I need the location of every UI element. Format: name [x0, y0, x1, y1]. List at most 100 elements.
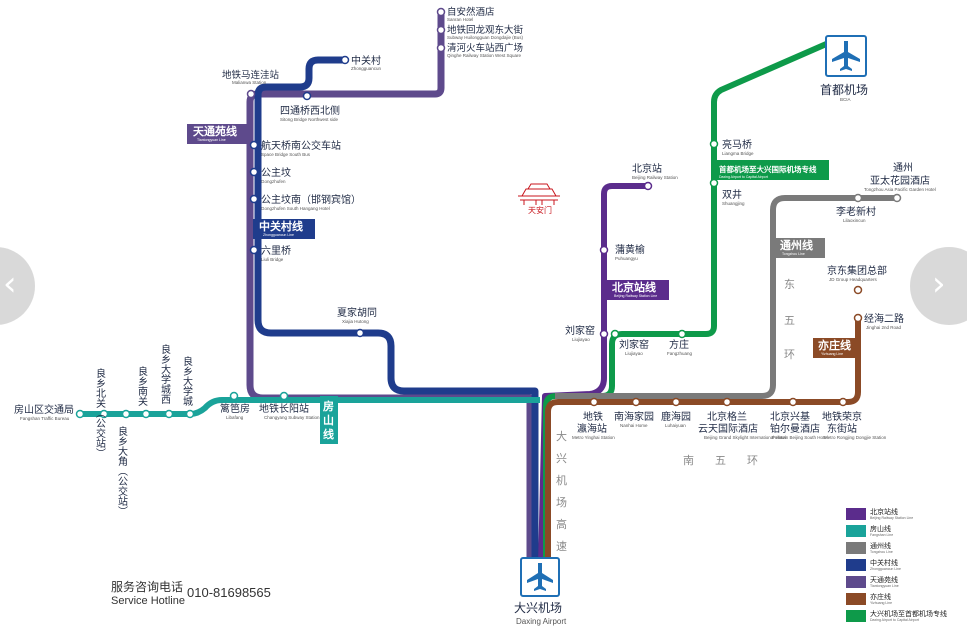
next-image-button[interactable]: ›	[910, 247, 967, 325]
lx-beiguan: 良乡北关（公交站）	[94, 367, 106, 458]
station-label-zhongguancun-en: Zhongguancun	[351, 66, 382, 71]
station-dot-zhongguancun[interactable]	[340, 55, 350, 65]
station-dot-jd[interactable]	[853, 285, 863, 295]
station-dot-fangzhuang[interactable]	[677, 329, 687, 339]
station-label-liujiayao-g-en: Liujiayao	[625, 351, 643, 356]
expressway-char1: 大	[556, 429, 567, 443]
station-label-hangtianqiao-en: Space Bridge South Bus	[261, 152, 311, 157]
station-label-fangzhuang-en: Fangzhuang	[667, 351, 693, 356]
legend-label: 天通苑线	[870, 575, 898, 584]
station-dot-changyang[interactable]	[279, 391, 289, 401]
legend-label: 亦庄线	[870, 592, 891, 601]
station-dot-gelan[interactable]	[722, 397, 732, 407]
expressway-char6: 速	[556, 540, 567, 553]
east-ring-char3: 环	[784, 348, 795, 361]
expressway-char5: 高	[556, 517, 567, 531]
station-label-malianwa-en: Malianwa Station	[232, 80, 267, 85]
station-label-gongzhufen: 公主坟	[261, 166, 291, 179]
station-dot-jinghai[interactable]	[853, 313, 863, 323]
badge-fangshan-char1: 房	[323, 399, 334, 413]
station-label-sitongqiao: 四通桥西北侧	[280, 104, 340, 117]
legend-label-en: Beijing Railway Station Line	[870, 516, 913, 520]
station-label-liuliqiao: 六里桥	[261, 245, 291, 257]
station-label-fangshan-traffic-en: Fangshan Traffic Bureau	[20, 416, 70, 421]
station-label-daxing-en: Daxing Airport	[516, 617, 567, 626]
station-dot-lilaoxincun[interactable]	[853, 193, 863, 203]
station-label-fangzhuang: 方庄	[669, 338, 689, 351]
legend-swatch	[846, 610, 866, 622]
station-dot-anran[interactable]	[436, 7, 446, 17]
legend-swatch	[846, 576, 866, 588]
station-dot-gongzhufen-s[interactable]	[249, 194, 259, 204]
station-dot-liangxiang-n[interactable]	[99, 409, 109, 419]
badge-beijing-station-en: Beijing Railway Station Line	[614, 294, 657, 298]
legend-swatch	[846, 525, 866, 537]
station-dot-liangxiang-univ[interactable]	[185, 409, 195, 419]
station-dot-puhuangyu[interactable]	[599, 245, 609, 255]
legend-swatch	[846, 559, 866, 571]
station-dot-liangxiang-uni[interactable]	[164, 409, 174, 419]
station-dot-liangxiang-nan[interactable]	[141, 409, 151, 419]
station-dot-liyuan[interactable]	[229, 391, 239, 401]
zhongguancun-line-path	[254, 56, 539, 565]
station-label-xingji-1: 北京兴基	[770, 410, 810, 423]
station-label-qinghe: 清河火车站西广场	[447, 42, 523, 54]
station-label-gongzhufen-en: Gongzhufen	[261, 179, 286, 184]
tiantongyuan-line-path	[246, 12, 534, 565]
lx-nanguan: 良乡南关	[136, 365, 148, 407]
chevron-right-icon: ›	[932, 264, 946, 304]
station-label-nanhai-en: Nanhai Home	[620, 423, 648, 428]
station-dot-malianwa[interactable]	[246, 89, 256, 99]
station-dot-beijingzhan[interactable]	[643, 181, 653, 191]
station-label-jinghai: 经海二路	[864, 312, 904, 325]
legend-label-en: Daxing Airport to Capital Airport	[870, 618, 919, 622]
expressway-char4: 场	[556, 495, 567, 509]
badge-tongzhou-label: 通州线	[780, 238, 813, 252]
airport-link-path	[543, 35, 842, 565]
south-ring-char1: 南	[683, 454, 694, 467]
station-label-luhaiyuan: 鹿海园	[661, 410, 691, 423]
station-dot-tongzhou[interactable]	[892, 193, 902, 203]
station-dot-xingji[interactable]	[788, 397, 798, 407]
hotline-number: 010-81698565	[187, 585, 271, 600]
station-label-luhaiyuan-en: Luhaiyuan	[665, 423, 686, 428]
station-dot-gongzhufen[interactable]	[249, 167, 259, 177]
station-label-gelan-1: 北京格兰	[707, 410, 747, 423]
station-dot-liangxiang-dajiao[interactable]	[121, 409, 131, 419]
badge-yizhuang	[813, 338, 857, 358]
prev-image-button[interactable]: ‹	[0, 247, 35, 325]
legend-swatch	[846, 593, 866, 605]
station-dot-liujiayao-p[interactable]	[599, 329, 609, 339]
station-dot-liujiayao-g[interactable]	[610, 329, 620, 339]
station-label-xingji-en: Pullman Beijing South Hotel	[772, 435, 828, 440]
badge-fangshan-char2: 山	[323, 413, 334, 427]
station-dot-qinghe[interactable]	[436, 43, 446, 53]
station-label-rongjing-1: 地铁荣京	[822, 410, 862, 423]
station-dot-liuliqiao[interactable]	[249, 245, 259, 255]
station-label-changyang-en: Changyang Subway Station	[264, 415, 320, 420]
station-label-malianwa: 地铁马连洼站	[222, 69, 280, 81]
station-dot-nanhai[interactable]	[631, 397, 641, 407]
station-dot-rongjing[interactable]	[838, 397, 848, 407]
legend-label: 大兴机场至首都机场专线	[870, 609, 947, 618]
plane-icon-capital	[832, 41, 860, 71]
station-label-zhongguancun: 中关村	[351, 54, 381, 67]
station-label-jd: 京东集团总部	[827, 264, 887, 277]
station-dot-shuangjing[interactable]	[709, 178, 719, 188]
station-label-qinghe-en: Qinghe Railway Station West Square	[447, 53, 521, 58]
legend-swatch	[846, 508, 866, 520]
legend-swatch	[846, 542, 866, 554]
station-dot-xiajia[interactable]	[355, 328, 365, 338]
station-label-puhuangyu: 蒲黄榆	[615, 243, 645, 256]
station-dot-fangshan-traffic[interactable]	[75, 409, 85, 419]
station-dot-hangtianqiao[interactable]	[249, 140, 259, 150]
station-label-huilongguan: 地铁回龙观东大街	[447, 24, 524, 36]
station-dot-luhaiyuan[interactable]	[671, 397, 681, 407]
station-label-gelan-en: Beijing Grand Skylight International Hot…	[704, 435, 786, 440]
station-dot-yinghai[interactable]	[589, 397, 599, 407]
east-ring-char1: 东	[784, 278, 795, 291]
station-dot-liangmaqiao[interactable]	[709, 139, 719, 149]
station-dot-huilongguan[interactable]	[436, 25, 446, 35]
legend-label: 通州线	[870, 541, 891, 550]
station-dot-sitongqiao[interactable]	[302, 91, 312, 101]
